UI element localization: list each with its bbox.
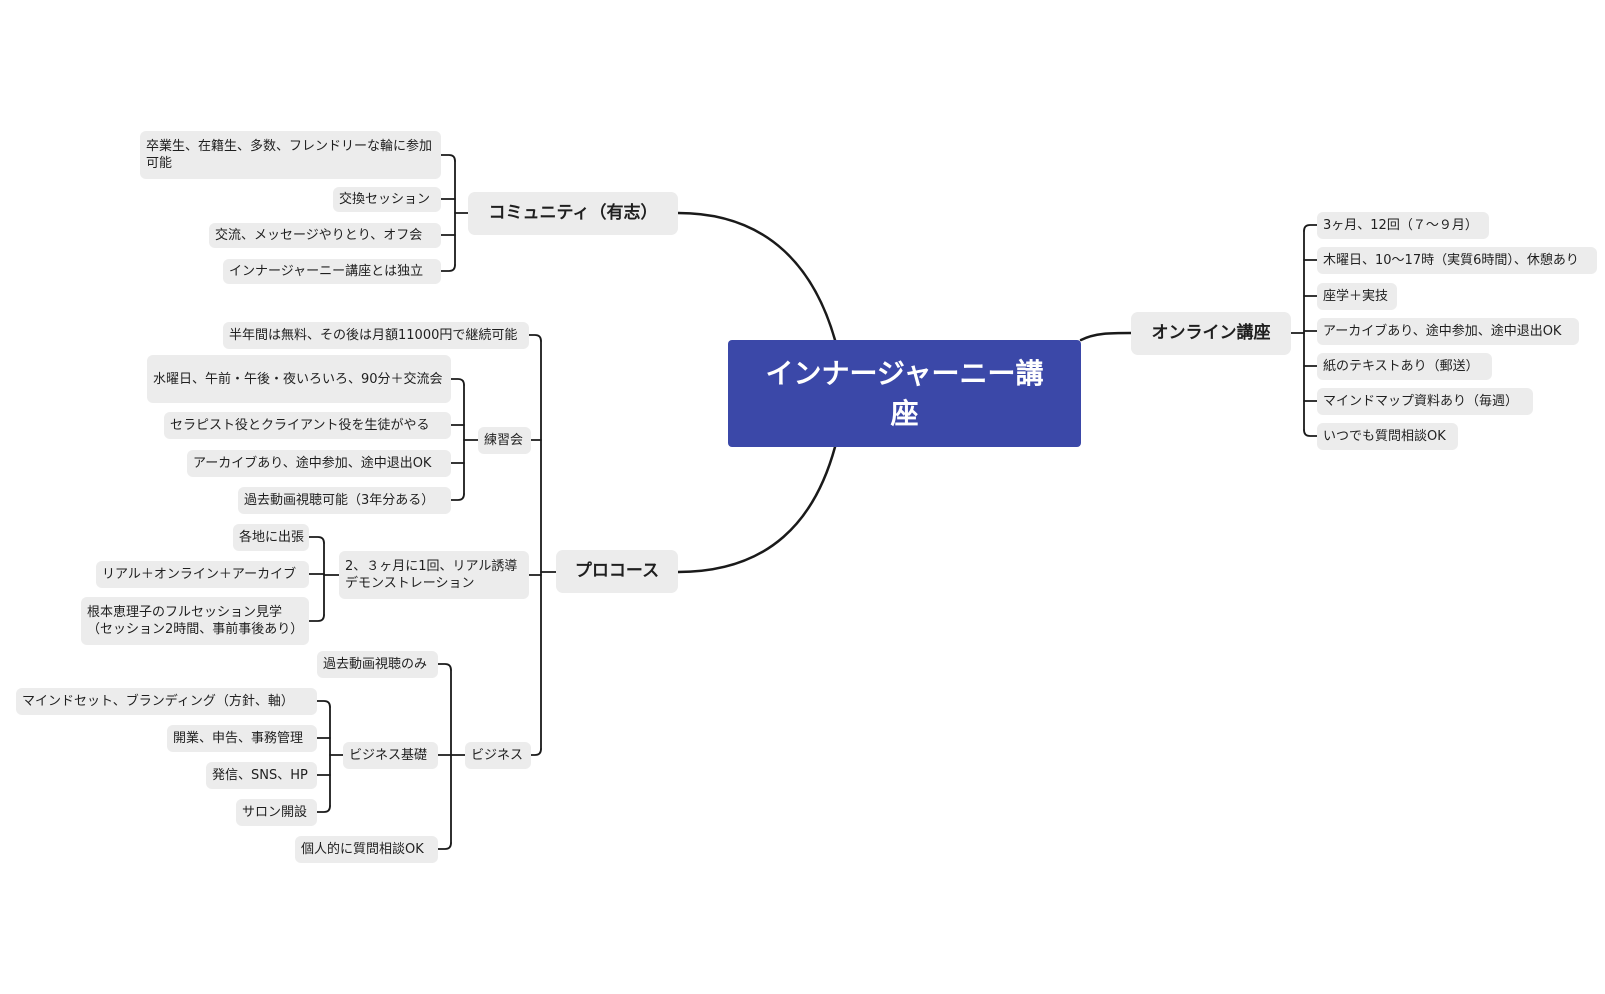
business-basics-item[interactable]: 開業、申告、事務管理 <box>167 725 317 752</box>
root-to-pro-line <box>676 445 837 574</box>
online-item[interactable]: アーカイブあり、途中参加、途中退出OK <box>1317 318 1579 345</box>
practice-item[interactable]: 過去動画視聴可能（3年分ある） <box>238 487 451 514</box>
root-node[interactable]: インナージャーニー講座 <box>728 340 1081 447</box>
practice-node[interactable]: 練習会 <box>478 427 531 454</box>
community-item[interactable]: 卒業生、在籍生、多数、フレンドリーな輪に参加可能 <box>140 131 441 179</box>
pro-bracket-branch <box>528 748 542 756</box>
demo-item[interactable]: 根本恵理子のフルセッション見学（セッション2時間、事前事後あり） <box>81 597 309 645</box>
online-item[interactable]: 木曜日、10～17時（実質6時間）、休憩あり <box>1317 247 1597 274</box>
pro-bracket-branch <box>528 334 542 342</box>
business-bracket-branch <box>437 842 452 850</box>
online-item[interactable]: 紙のテキストあり（郵送） <box>1317 353 1492 380</box>
online-node[interactable]: オンライン講座 <box>1131 312 1291 355</box>
basics-bracket-branch <box>316 805 331 813</box>
community-item[interactable]: 交流、メッセージやりとり、オフ会 <box>209 223 441 248</box>
online-bracket-branch <box>1303 429 1318 437</box>
demo-item[interactable]: リアル＋オンライン＋アーカイブ <box>96 561 309 588</box>
community-item[interactable]: インナージャーニー講座とは独立 <box>223 259 441 284</box>
basics-bracket-branch <box>316 700 331 708</box>
practice-item[interactable]: セラピスト役とクライアント役を生徒がやる <box>164 412 451 439</box>
root-to-online-line <box>1079 331 1133 342</box>
demo-item[interactable]: 各地に出張 <box>233 524 309 551</box>
business-basics-item[interactable]: 発信、SNS、HP <box>206 762 317 789</box>
root-to-community-line <box>676 211 837 342</box>
business-consult-item[interactable]: 個人的に質問相談OK <box>295 836 438 863</box>
business-past-item[interactable]: 過去動画視聴のみ <box>317 651 438 678</box>
community-bracket-branch <box>440 154 456 162</box>
pro-free-item[interactable]: 半年間は無料、その後は月額11000円で継続可能 <box>223 322 529 349</box>
business-bracket-branch <box>437 663 452 671</box>
demo-node[interactable]: 2、３ヶ月に1回、リアル誘導デモンストレーション <box>339 551 529 599</box>
business-basics-item[interactable]: マインドセット、ブランディング（方針、軸） <box>16 688 317 715</box>
practice-bracket-branch <box>450 378 465 386</box>
business-basics-item[interactable]: サロン開設 <box>236 799 317 826</box>
practice-bracket-branch <box>450 493 465 501</box>
online-item[interactable]: マインドマップ資料あり（毎週） <box>1317 388 1533 415</box>
online-item[interactable]: 座学＋実技 <box>1317 283 1397 310</box>
community-node[interactable]: コミュニティ（有志） <box>468 192 678 235</box>
practice-item[interactable]: 水曜日、午前・午後・夜いろいろ、90分＋交流会 <box>147 355 451 403</box>
online-item[interactable]: いつでも質問相談OK <box>1317 423 1458 450</box>
pro-node[interactable]: プロコース <box>556 550 678 593</box>
demo-bracket-branch <box>308 614 325 622</box>
business-node[interactable]: ビジネス <box>465 742 531 769</box>
practice-item[interactable]: アーカイブあり、途中参加、途中退出OK <box>187 450 451 477</box>
business-basics-node[interactable]: ビジネス基礎 <box>343 742 438 769</box>
online-bracket-branch <box>1303 224 1318 232</box>
community-item[interactable]: 交換セッション <box>333 187 441 212</box>
online-item[interactable]: 3ヶ月、12回（７～９月） <box>1317 212 1489 239</box>
demo-bracket-branch <box>308 536 325 544</box>
community-bracket-branch <box>440 264 456 272</box>
